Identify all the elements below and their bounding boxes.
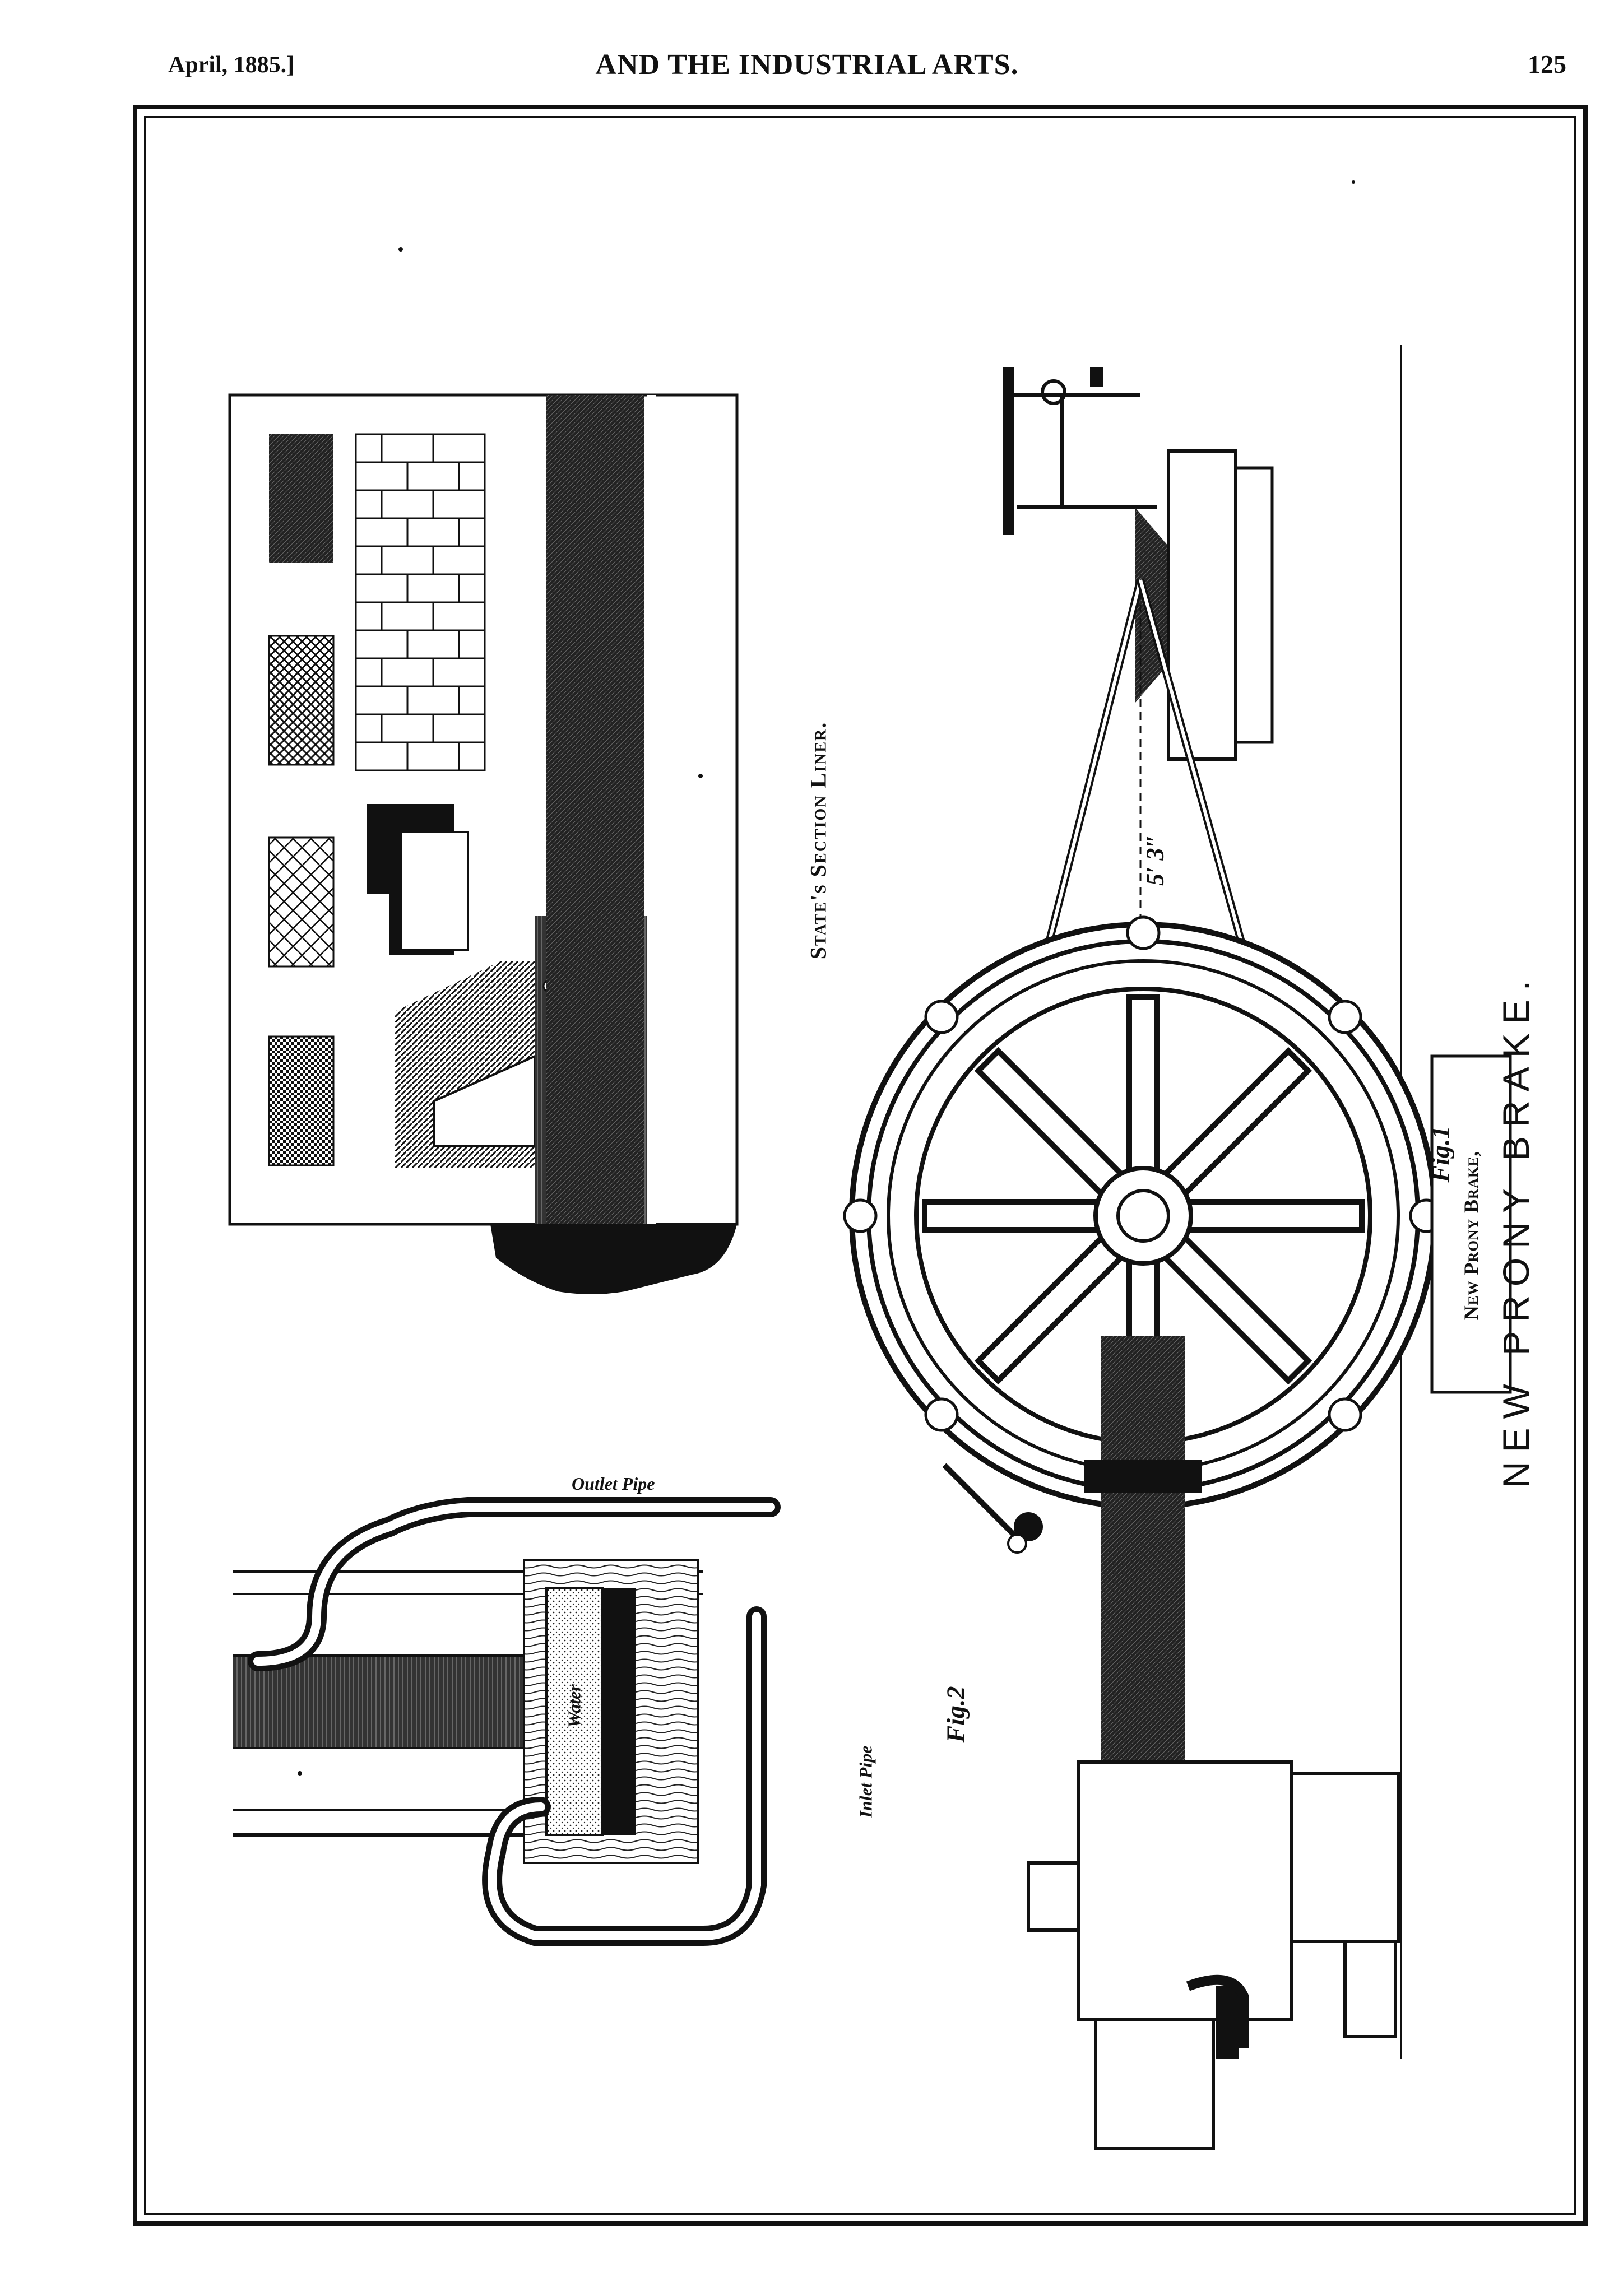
- inlet-pipe-label: Inlet Pipe: [855, 1745, 876, 1818]
- fig2-caption: Fig.2: [941, 1686, 970, 1743]
- fig2-cooling-diagram: [233, 1497, 781, 1946]
- fig1-caption: Fig.1: [1426, 1126, 1455, 1183]
- outlet-pipe-label: Outlet Pipe: [572, 1474, 655, 1494]
- page-number: 125: [1528, 50, 1566, 78]
- section-liner-caption: State's Section Liner.: [805, 721, 831, 960]
- page-header: April, 1885.] AND THE INDUSTRIAL ARTS. 1…: [0, 0, 1614, 106]
- fig1-prony-brake: [843, 345, 1512, 2150]
- running-title: AND THE INDUSTRIAL ARTS.: [595, 49, 1019, 81]
- issue-date: April, 1885.]: [168, 52, 295, 78]
- plate-illustration: [133, 105, 1588, 2226]
- fig1-subcaption: New Prony Brake,: [1460, 1150, 1482, 1321]
- dimension-label: 5′ 3″: [1141, 834, 1169, 886]
- water-label: Water: [564, 1684, 585, 1728]
- engraving-plate: NEW PRONY BRAKE. New Prony Brake, Fig.1 …: [132, 104, 1589, 2227]
- section-liner-panel: [228, 393, 739, 1294]
- plate-title: NEW PRONY BRAKE.: [1495, 971, 1537, 1489]
